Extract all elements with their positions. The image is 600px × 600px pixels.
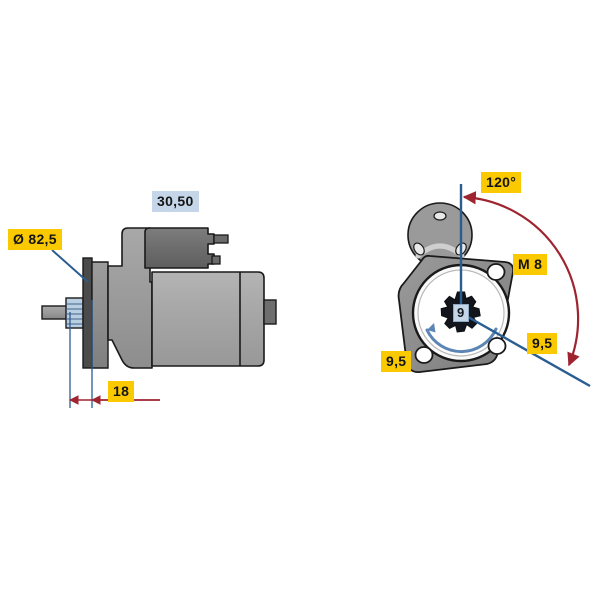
terminal-designation-callout: 30,50 bbox=[152, 191, 199, 212]
bolt-hole-top-right bbox=[486, 263, 506, 281]
end-view-group bbox=[397, 184, 591, 388]
bolt-hole-bottom-right bbox=[487, 337, 507, 355]
bolt-hole-right-callout: 9,5 bbox=[527, 333, 558, 354]
solenoid-body bbox=[144, 227, 229, 269]
motor-body-end-circle bbox=[407, 202, 473, 268]
mounting-angle-callout: 120° bbox=[481, 172, 522, 193]
thread-size-callout: M 8 bbox=[513, 254, 548, 275]
angular-dimension-arc bbox=[462, 191, 580, 367]
bolt-hole-bottom-left bbox=[414, 346, 434, 364]
drive-end-flange bbox=[82, 257, 93, 369]
side-view-group bbox=[41, 227, 277, 408]
motor-yoke-body bbox=[151, 271, 265, 367]
flange-boss bbox=[91, 261, 109, 369]
bolt-hole-left-callout: 9,5 bbox=[381, 351, 412, 372]
flange-diameter-callout: Ø 82,5 bbox=[8, 229, 62, 250]
pinion-gear bbox=[65, 297, 84, 329]
pinion-teeth-callout: 9 bbox=[453, 304, 469, 322]
diameter-leader-line bbox=[51, 249, 89, 283]
pinion-offset-callout: 18 bbox=[108, 381, 135, 402]
commutator-end-boss bbox=[263, 299, 277, 325]
